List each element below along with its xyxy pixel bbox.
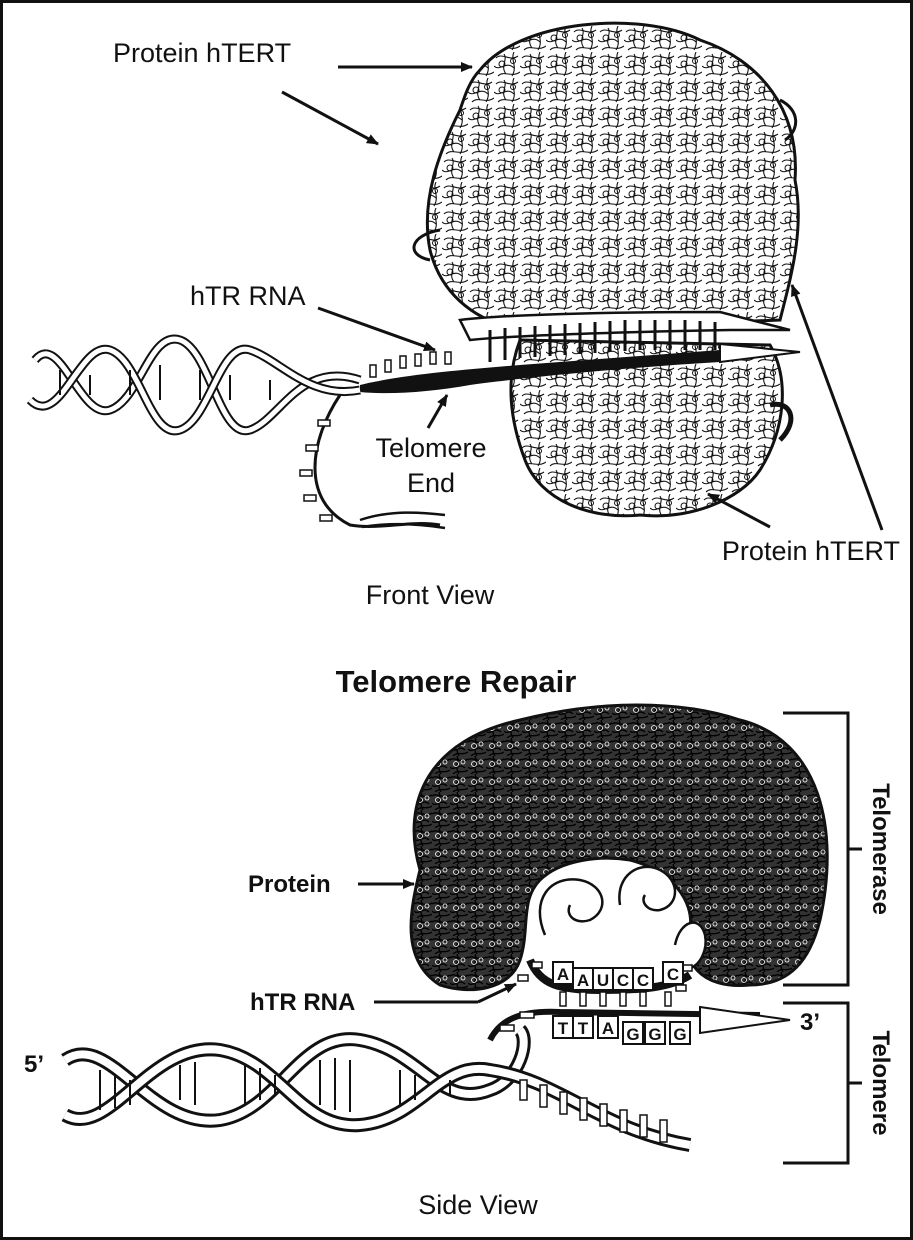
bracket-telomere: [783, 1003, 862, 1163]
arrow-telomere-end: [428, 395, 447, 428]
diagram-title: Telomere Repair: [336, 664, 577, 699]
label-side-protein: Protein: [248, 871, 331, 898]
dna-base-4: G: [626, 1025, 639, 1044]
dna-base-6: G: [673, 1025, 686, 1044]
front-dna-helix: [30, 339, 360, 431]
label-telomere: Telomere: [867, 1031, 894, 1136]
rna-base-6: C: [667, 965, 679, 984]
label-5-prime: 5’: [24, 1051, 44, 1078]
front-protein-upper: [427, 23, 798, 330]
side-dna-helix: [65, 1030, 690, 1145]
dna-base-2: T: [578, 1019, 589, 1038]
arrow-protein-top-diag: [282, 92, 378, 144]
label-3-prime: 3’: [800, 1009, 820, 1036]
dna-base-3: A: [602, 1019, 614, 1038]
rna-base-3: U: [597, 971, 609, 990]
caption-front-view: Front View: [366, 580, 495, 610]
front-view: Protein hTERT hTR RNA Telomere End Prote…: [30, 23, 900, 610]
rna-base-2: A: [577, 971, 589, 990]
arrow-protein-right: [792, 285, 882, 530]
side-protein: [411, 705, 827, 990]
arrow-front-hTR: [318, 308, 435, 350]
dna-base-row: T T A G G G: [553, 1016, 690, 1044]
label-protein-htert-top: Protein hTERT: [113, 38, 291, 68]
caption-side-view: Side View: [418, 1190, 538, 1220]
dna-base-1: T: [558, 1019, 569, 1038]
label-telomerase: Telomerase: [867, 783, 894, 915]
base-pair-connectors: [560, 992, 671, 1006]
label-side-htr-rna: hTR RNA: [250, 989, 355, 1016]
label-telomere-end-line2: End: [407, 468, 455, 498]
dna-base-5: G: [648, 1025, 661, 1044]
label-front-htr-rna: hTR RNA: [190, 281, 306, 311]
side-view: A A U C C C T T A G G G: [24, 705, 894, 1220]
arrow-protein-bottom: [708, 494, 770, 527]
side-overhang-arrow: [700, 1007, 790, 1033]
rna-base-1: A: [557, 965, 569, 984]
label-protein-htert-bottom: Protein hTERT: [722, 536, 900, 566]
rna-base-4: C: [617, 971, 629, 990]
rna-base-5: C: [637, 971, 649, 990]
label-telomere-end-line1: Telomere: [375, 433, 486, 463]
